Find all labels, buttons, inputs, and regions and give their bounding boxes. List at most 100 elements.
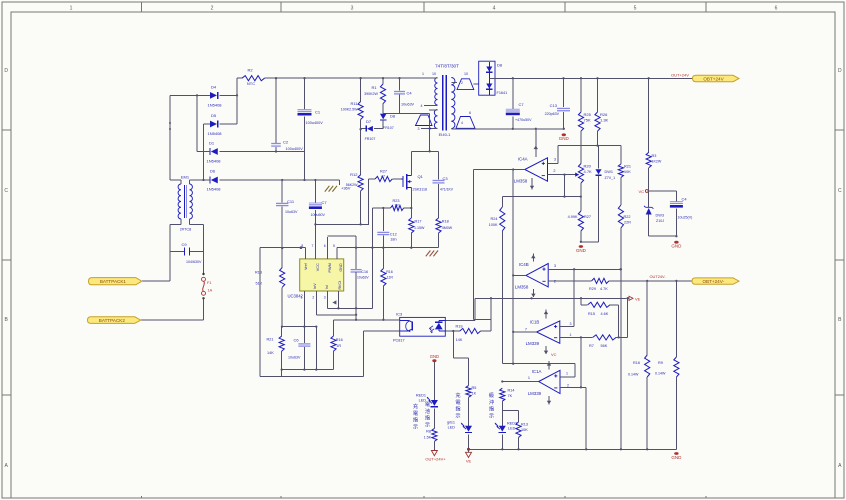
svg-text:R9: R9	[658, 361, 663, 365]
svg-text:指: 指	[455, 405, 460, 413]
svg-text:LED: LED	[419, 399, 427, 403]
svg-text:47: 47	[381, 174, 385, 178]
svg-text:18n: 18n	[390, 238, 396, 242]
svg-text:10u63V: 10u63V	[401, 103, 415, 107]
svg-text:8: 8	[301, 244, 303, 248]
svg-text:NTC: NTC	[247, 81, 255, 86]
svg-text:EM1: EM1	[181, 175, 190, 180]
svg-text:D: D	[838, 68, 842, 74]
svg-text:OUT+24V: OUT+24V	[671, 73, 689, 78]
svg-text:FR107: FR107	[365, 137, 376, 141]
svg-text:C4: C4	[682, 197, 688, 202]
svg-text:1N5408: 1N5408	[208, 103, 223, 108]
svg-text:D: D	[4, 68, 8, 74]
svg-text:R27: R27	[584, 215, 591, 219]
svg-text:6: 6	[324, 244, 326, 248]
svg-text:D6: D6	[210, 169, 216, 174]
svg-text:3: 3	[554, 158, 556, 162]
svg-text:390K2W: 390K2W	[364, 92, 378, 96]
svg-text:1A: 1A	[208, 289, 213, 293]
svg-text:10: 10	[432, 72, 436, 76]
svg-text:R7: R7	[589, 344, 594, 348]
svg-text:池: 池	[425, 407, 430, 415]
svg-text:充: 充	[413, 402, 418, 410]
svg-text:C7: C7	[519, 102, 525, 107]
svg-text:IC1A: IC1A	[532, 369, 542, 374]
svg-text:R21: R21	[624, 165, 631, 169]
svg-text:1R: 1R	[336, 344, 341, 348]
svg-text:14K: 14K	[456, 338, 463, 342]
svg-text:B: B	[5, 317, 9, 323]
svg-text:Q1: Q1	[418, 174, 424, 179]
svg-text:A: A	[5, 463, 9, 469]
svg-text:GND: GND	[339, 263, 343, 272]
svg-text:OBT+24V: OBT+24V	[703, 76, 724, 81]
svg-text:InV: InV	[313, 283, 317, 289]
svg-text:1.3K: 1.3K	[600, 118, 609, 123]
svg-text:56K: 56K	[601, 344, 608, 348]
svg-text:GND: GND	[671, 455, 682, 460]
svg-text:IC1B: IC1B	[530, 319, 540, 324]
svg-text:R11: R11	[350, 101, 358, 106]
svg-text:級: 級	[489, 391, 494, 399]
svg-text:指: 指	[489, 405, 494, 413]
svg-text:+470u50V: +470u50V	[515, 118, 532, 122]
svg-text:示: 示	[489, 412, 494, 419]
svg-text:grE1: grE1	[447, 421, 455, 425]
svg-text:IsI: IsI	[325, 285, 329, 289]
svg-text:R17: R17	[415, 220, 422, 224]
svg-text:VCC: VCC	[316, 263, 320, 271]
svg-text:10u63V: 10u63V	[285, 210, 298, 214]
svg-text:3: 3	[570, 322, 572, 326]
svg-text:沖: 沖	[489, 398, 494, 406]
svg-text:75K: 75K	[584, 118, 591, 123]
svg-text:C9: C9	[181, 242, 187, 247]
svg-text:0.14W: 0.14W	[628, 373, 639, 377]
svg-text:LM339: LM339	[528, 391, 542, 396]
svg-text:LM339: LM339	[526, 341, 540, 346]
svg-text:R27: R27	[380, 170, 387, 174]
svg-text:1N5408: 1N5408	[207, 159, 222, 164]
svg-text:4.7K: 4.7K	[584, 169, 593, 174]
svg-text:C1: C1	[315, 110, 321, 115]
svg-text:F1641: F1641	[497, 91, 508, 95]
svg-text:R16: R16	[336, 338, 343, 342]
svg-text:BATTPACK2: BATTPACK2	[99, 318, 126, 323]
svg-text:R20: R20	[584, 164, 592, 169]
svg-text:F1: F1	[207, 281, 211, 285]
svg-text:R1: R1	[371, 85, 377, 90]
svg-text:GND: GND	[559, 136, 570, 141]
svg-text:4: 4	[493, 6, 496, 12]
svg-text:B: B	[838, 317, 842, 323]
svg-text:4.99K: 4.99K	[568, 215, 578, 219]
svg-text:示: 示	[425, 421, 430, 428]
svg-text:指: 指	[425, 414, 430, 422]
svg-text:R22: R22	[624, 215, 631, 219]
svg-text:100u50V: 100u50V	[311, 213, 326, 217]
svg-text:R21: R21	[267, 338, 274, 342]
svg-text:指: 指	[413, 416, 418, 424]
svg-text:74T/8T/30T: 74T/8T/30T	[435, 64, 459, 69]
svg-text:BATTPACK1: BATTPACK1	[100, 279, 127, 284]
svg-text:示: 示	[455, 412, 460, 419]
svg-text:471/1KV: 471/1KV	[440, 188, 454, 192]
svg-text:D8: D8	[390, 114, 396, 119]
svg-text:10K: 10K	[624, 170, 631, 174]
svg-text:22R: 22R	[624, 221, 631, 225]
svg-text:RED1: RED1	[416, 394, 426, 398]
svg-text:C12: C12	[390, 233, 397, 237]
svg-text:FR107: FR107	[383, 126, 394, 130]
svg-text:R5: R5	[472, 386, 477, 390]
svg-text:0.14W: 0.14W	[655, 372, 666, 376]
svg-text:GND: GND	[576, 248, 587, 253]
svg-text:3: 3	[554, 264, 556, 268]
svg-text:1.5K: 1.5K	[424, 436, 432, 440]
svg-text:OUT+24V+: OUT+24V+	[425, 457, 446, 462]
svg-text:D8: D8	[497, 63, 503, 68]
svg-text:電: 電	[455, 399, 460, 406]
svg-text:VC: VC	[551, 352, 557, 357]
svg-text:5: 5	[634, 6, 637, 12]
svg-text:C4: C4	[407, 91, 413, 96]
svg-text:10u63V: 10u63V	[357, 276, 369, 280]
svg-text:2: 2	[567, 384, 569, 388]
